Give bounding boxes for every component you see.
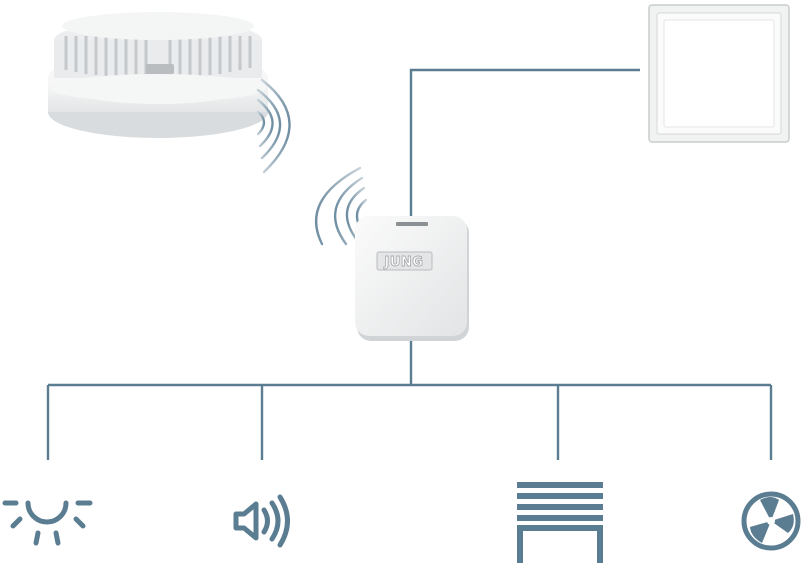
switch-wire (409, 68, 640, 218)
wiring (46, 68, 773, 460)
fan-icon (741, 491, 801, 551)
detector-signal-waves (256, 78, 291, 174)
light-icon (2, 500, 93, 546)
smoke-detector (48, 12, 268, 138)
detector-vents (64, 36, 252, 77)
brand-label: JUNG (384, 255, 424, 270)
detector-badge (146, 64, 174, 74)
speaker-icon (233, 494, 290, 548)
radio-actuator: JUNG (355, 216, 469, 341)
blind-icon (517, 482, 603, 563)
wall-switch (648, 4, 790, 143)
